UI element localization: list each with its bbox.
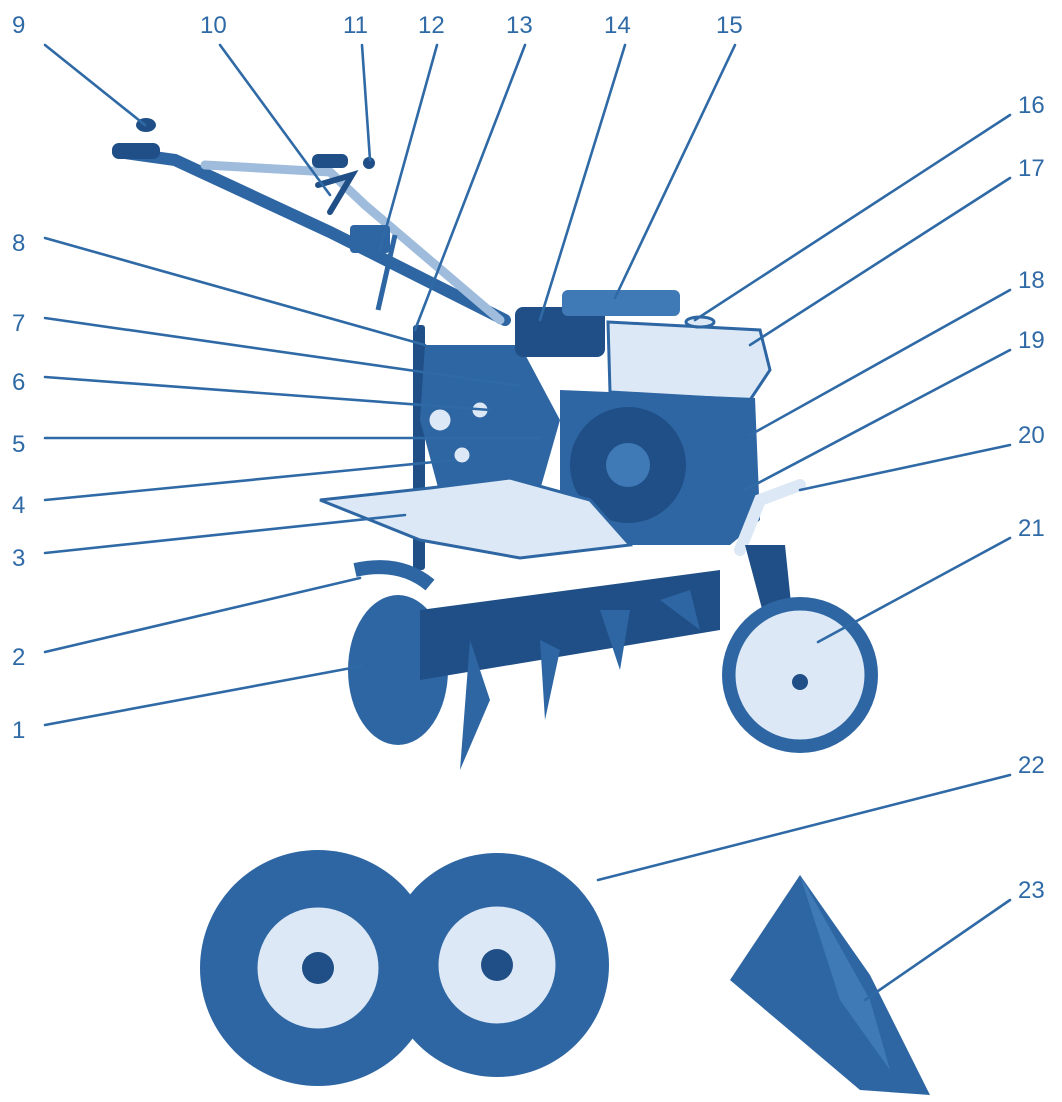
handlebar — [118, 152, 505, 320]
callout-label-18: 18 — [1018, 267, 1045, 294]
gearbox-bolt — [428, 408, 452, 432]
callout-label-17: 17 — [1018, 155, 1045, 182]
callout-label-20: 20 — [1018, 422, 1045, 449]
leader-23 — [865, 900, 1010, 1000]
callout-label-2: 2 — [12, 644, 25, 671]
leader-13 — [415, 45, 525, 330]
callout-label-3: 3 — [12, 545, 25, 572]
plough-share — [730, 875, 930, 1095]
leader-12 — [380, 45, 437, 250]
tine-blade — [540, 640, 560, 720]
tines — [420, 570, 720, 680]
callout-label-19: 19 — [1018, 327, 1045, 354]
callout-label-5: 5 — [12, 431, 25, 458]
wheel-hub-left — [302, 952, 334, 984]
callout-label-4: 4 — [12, 492, 25, 519]
left-grip — [112, 143, 160, 159]
recoil-starter-center — [606, 443, 650, 487]
pneumatic-wheels — [200, 850, 609, 1086]
leader-20 — [800, 445, 1010, 490]
leader-17 — [750, 178, 1010, 345]
leader-2 — [45, 578, 360, 652]
leader-3 — [45, 515, 405, 553]
plough — [730, 875, 930, 1095]
leader-21 — [818, 538, 1010, 642]
callout-label-16: 16 — [1018, 92, 1045, 119]
tine-guard — [355, 567, 430, 585]
front-wheel-hub — [792, 674, 808, 690]
right-grip — [312, 154, 348, 168]
leader-22 — [598, 775, 1010, 880]
leader-19 — [745, 350, 1010, 490]
callout-label-15: 15 — [716, 12, 743, 39]
callout-label-21: 21 — [1018, 515, 1045, 542]
tiller-illustration — [112, 118, 878, 770]
fuel-tank — [608, 322, 770, 400]
leader-1 — [45, 666, 362, 725]
leader-15 — [615, 45, 735, 298]
callout-label-12: 12 — [418, 12, 445, 39]
callout-label-22: 22 — [1018, 752, 1045, 779]
leader-9 — [45, 45, 145, 125]
leader-18 — [750, 290, 1010, 435]
leader-14 — [540, 45, 625, 320]
fuel-cap — [686, 317, 714, 327]
callout-label-23: 23 — [1018, 877, 1045, 904]
callout-label-9: 9 — [12, 12, 25, 39]
wheel-hub-right — [481, 949, 513, 981]
leader-16 — [695, 115, 1010, 320]
leader-11 — [362, 45, 370, 160]
gearbox-bolt — [453, 446, 471, 464]
callout-label-14: 14 — [604, 12, 631, 39]
callout-label-1: 1 — [12, 717, 25, 744]
callout-label-6: 6 — [12, 369, 25, 396]
muffler-guard — [562, 290, 680, 316]
callout-label-7: 7 — [12, 310, 25, 337]
callout-label-13: 13 — [506, 12, 533, 39]
callout-label-11: 11 — [343, 12, 368, 39]
callout-label-8: 8 — [12, 230, 25, 257]
callout-label-10: 10 — [200, 12, 227, 39]
